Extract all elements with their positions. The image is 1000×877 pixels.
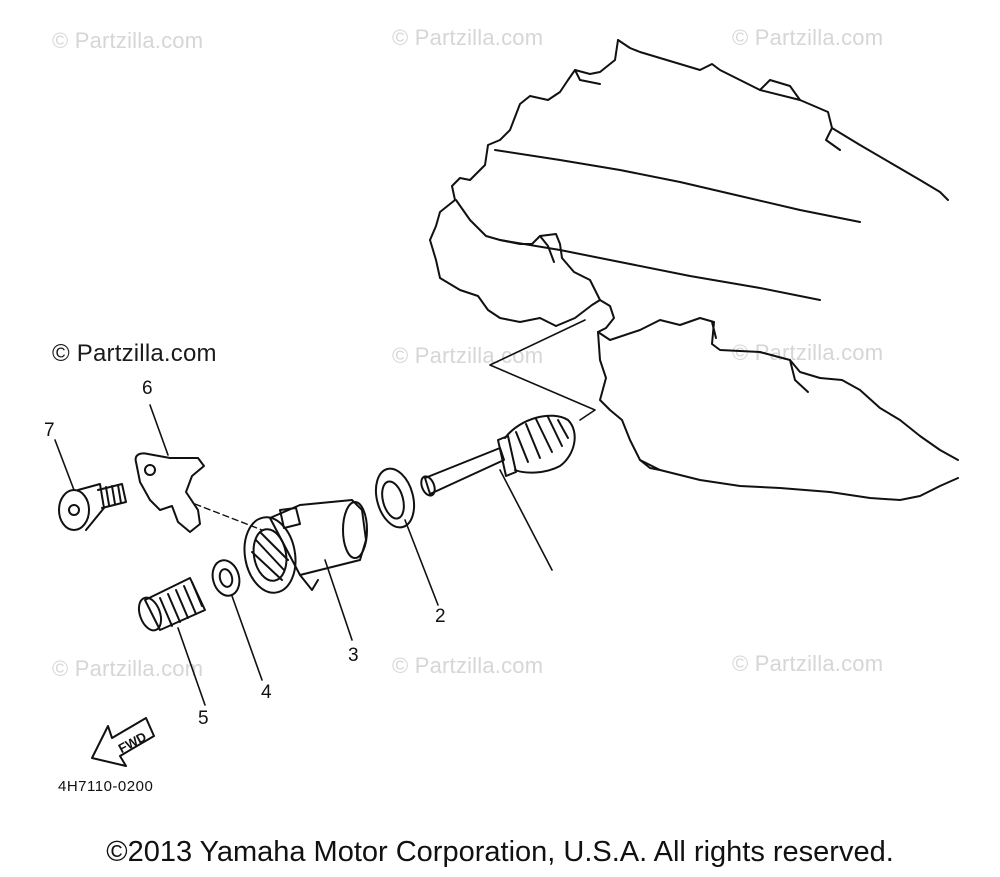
- part-6-bracket: [134, 404, 205, 533]
- watermark: © Partzilla.com: [52, 28, 204, 53]
- part-7-bolt: [54, 439, 127, 531]
- part-1-gear-shaft: [420, 414, 576, 571]
- watermark: © Partzilla.com: [392, 343, 544, 368]
- watermark: © Partzilla.com: [732, 651, 884, 676]
- callout-part-3: 3: [348, 645, 359, 666]
- drawing-code: 4H7110-0200: [58, 778, 154, 795]
- callout-part-5: 5: [198, 708, 209, 729]
- watermark: © Partzilla.com: [392, 653, 544, 678]
- transmission-case: [429, 39, 959, 501]
- callout-part-2: 2: [435, 606, 446, 627]
- leader-lines: [489, 319, 596, 421]
- watermark-prominent: © Partzilla.com: [52, 340, 217, 367]
- copyright-notice: ©2013 Yamaha Motor Corporation, U.S.A. A…: [106, 836, 894, 868]
- callout-part-4: 4: [261, 682, 272, 703]
- callout-part-7: 7: [44, 420, 55, 441]
- part-4-washer: [211, 559, 263, 681]
- fwd-arrow-icon: [91, 717, 155, 767]
- watermark: © Partzilla.com: [392, 25, 544, 50]
- callout-part-6: 6: [142, 378, 153, 399]
- part-2-oil-seal: [374, 467, 439, 606]
- watermark: © Partzilla.com: [732, 25, 884, 50]
- part-5-plug: [137, 577, 206, 706]
- watermark: © Partzilla.com: [52, 656, 204, 681]
- part-3-housing: [243, 499, 368, 641]
